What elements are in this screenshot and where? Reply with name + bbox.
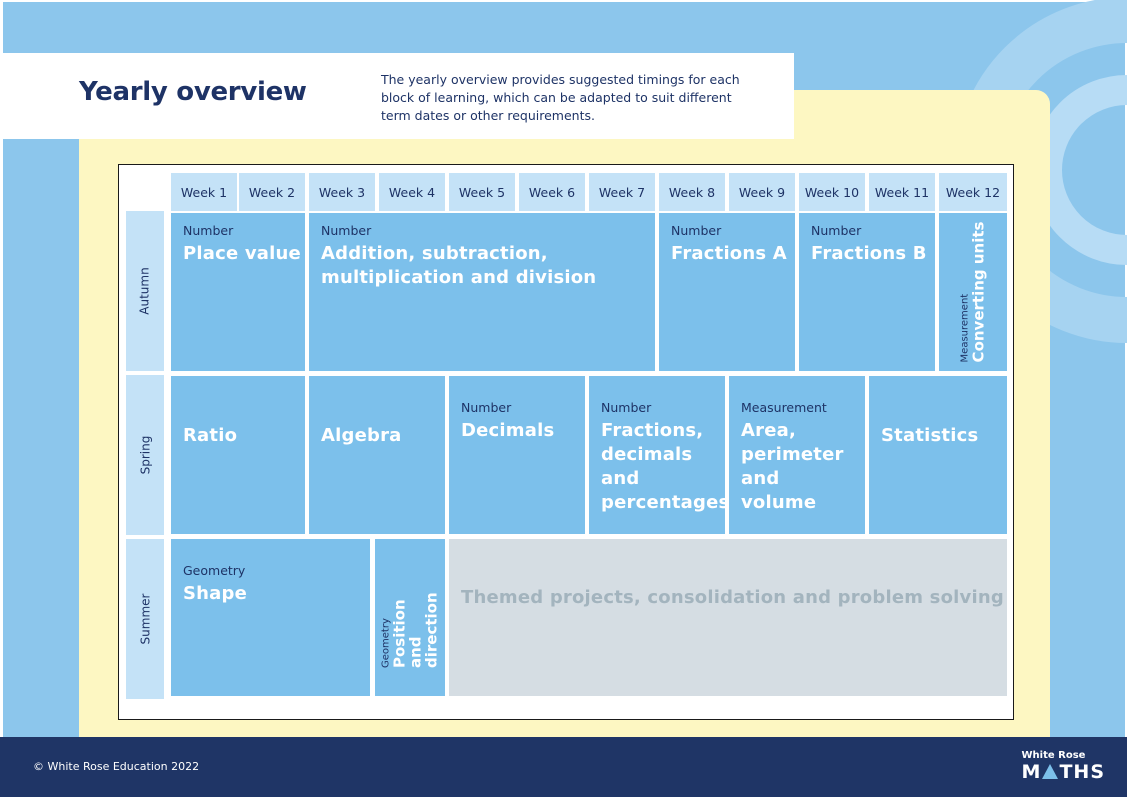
term-summer: Summer [126,539,164,699]
frame-left [0,0,3,797]
block-category: Number [601,400,652,415]
block-position-direction[interactable]: Geometry Position and direction [375,539,445,696]
copyright: © White Rose Education 2022 [33,760,200,773]
block-fractions-b[interactable]: Number Fractions B [799,213,935,371]
footer: © White Rose Education 2022 White Rose M… [0,737,1127,797]
logo-letter-m: M [1021,761,1042,783]
overview-table: Week 1 Week 2 Week 3 Week 4 Week 5 Week … [118,164,1014,720]
block-addition-subtraction[interactable]: Number Addition, subtraction, multiplica… [309,213,655,371]
triangle-icon [1042,764,1059,779]
block-category: Number [811,223,862,238]
block-title: Place value [183,243,301,264]
frame-right [1125,0,1127,797]
week-header-7: Week 7 [589,173,655,211]
week-header-8: Week 8 [659,173,725,211]
term-autumn: Autumn [126,211,164,371]
block-category: Number [461,400,512,415]
term-autumn-label: Autumn [138,267,153,315]
block-title: Converting units [969,221,988,363]
block-area-perimeter-volume[interactable]: Measurement Area, perimeter and volume [729,376,865,534]
block-place-value[interactable]: Number Place value [171,213,305,371]
term-spring-label: Spring [138,435,153,475]
block-title: Addition, subtraction, multiplication an… [321,243,597,288]
block-title: Ratio [183,425,238,446]
block-fractions-decimals-percentages[interactable]: Number Fractions, decimals and percentag… [589,376,730,534]
week-header-11: Week 11 [869,173,935,211]
week-header-2: Week 2 [239,173,305,211]
block-category: Geometry [183,563,246,578]
block-title: Position and direction [390,591,441,668]
week-header-4: Week 4 [379,173,445,211]
block-title: Fractions B [811,243,927,264]
block-converting-units[interactable]: Measurement Converting units [939,213,1007,371]
block-category: Number [183,223,234,238]
block-title: Fractions, decimals and percentages [601,420,730,513]
page-description: The yearly overview provides suggested t… [381,72,740,123]
block-themed-projects[interactable]: Themed projects, consolidation and probl… [449,539,1007,696]
block-title: Statistics [881,425,979,446]
block-title: Decimals [461,420,555,441]
term-summer-label: Summer [138,593,153,645]
week-header-1: Week 1 [171,173,237,211]
block-fractions-a[interactable]: Number Fractions A [659,213,795,371]
block-title: Area, perimeter and volume [741,420,844,513]
white-rose-maths-logo: White Rose M THS [1022,750,1105,783]
week-header-5: Week 5 [449,173,515,211]
block-decimals[interactable]: Number Decimals [449,376,585,534]
block-shape[interactable]: Geometry Shape [171,539,370,696]
frame-top [0,0,1127,2]
block-ratio[interactable]: Ratio [171,376,305,534]
block-algebra[interactable]: Algebra [309,376,445,534]
week-header-6: Week 6 [519,173,585,211]
block-title: Shape [183,583,248,604]
title-box: Yearly overview The yearly overview prov… [3,53,794,139]
week-header-3: Week 3 [309,173,375,211]
block-statistics[interactable]: Statistics [869,376,1007,534]
week-header-12: Week 12 [939,173,1007,211]
block-title: Algebra [321,425,402,446]
logo-letters-ths: THS [1059,761,1105,783]
block-category: Number [321,223,372,238]
block-category: Number [671,223,722,238]
block-category: Measurement [741,400,827,415]
term-spring: Spring [126,375,164,535]
week-header-9: Week 9 [729,173,795,211]
block-title: Themed projects, consolidation and probl… [461,587,1004,608]
logo-line-1: White Rose [1021,750,1086,761]
week-header-10: Week 10 [799,173,865,211]
block-title: Fractions A [671,243,787,264]
page-title: Yearly overview [79,77,307,107]
logo-line-2: M THS [1022,761,1105,783]
